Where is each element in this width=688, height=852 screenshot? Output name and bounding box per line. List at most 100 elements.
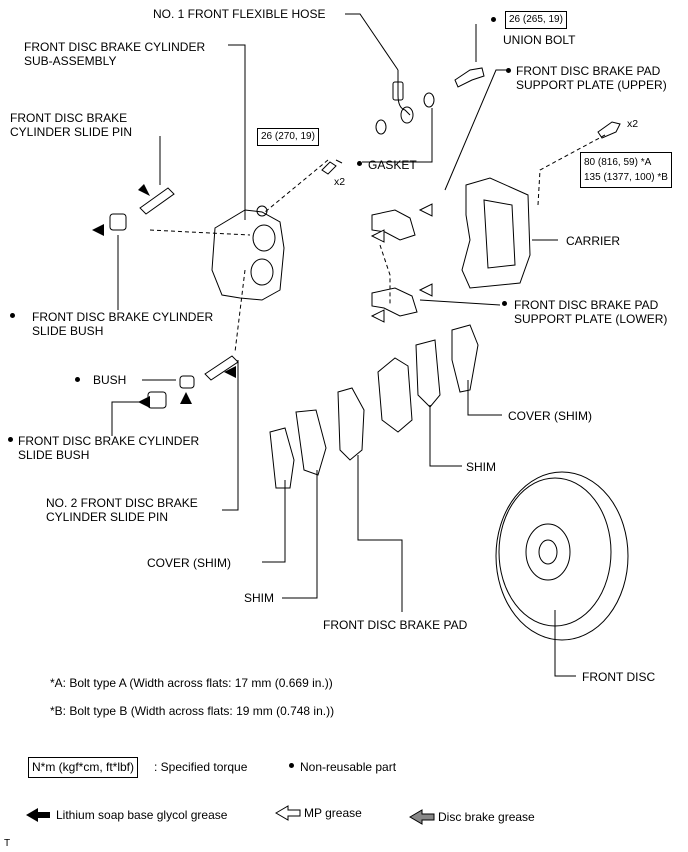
slide-pin (139, 187, 175, 215)
gasket-ring-1 (375, 119, 387, 135)
leader-shim-right (429, 405, 462, 467)
leader-shim-left (282, 470, 318, 599)
label-slide-bush-upper-2: SLIDE BUSH (32, 324, 104, 338)
leader-cylinder-sub (228, 44, 246, 220)
cover-shim-right (451, 324, 479, 393)
brake-pad-right (377, 357, 413, 433)
label-gasket: GASKET (368, 158, 417, 172)
legend-torque-text: : Specified torque (154, 760, 248, 774)
label-cylinder-sub-2: SUB-ASSEMBLY (24, 54, 117, 68)
front-disc-rim (498, 477, 612, 627)
leader-front-disc (554, 610, 576, 677)
corner-mark: T (4, 838, 11, 849)
flexible-hose (397, 70, 411, 116)
torque-carrier-b: 135 (1377, 100) *B (584, 172, 668, 183)
mp-arrow-2 (418, 203, 433, 217)
legend-non-reusable-bullet (289, 763, 294, 768)
bush (179, 375, 195, 389)
legend-disc-text: Disc brake grease (438, 810, 535, 824)
mp-arrow-3 (370, 309, 385, 323)
label-no2-pin-2: CYLINDER SLIDE PIN (46, 510, 169, 524)
label-shim-left: SHIM (244, 591, 274, 605)
leader-no2-pin (222, 360, 239, 511)
front-disc-hub (525, 523, 571, 581)
lithium-arrow-3 (180, 392, 192, 404)
carrier-inner (483, 199, 516, 269)
dash-line-4 (537, 134, 606, 206)
label-slide-bush-lower-2: SLIDE BUSH (18, 448, 90, 462)
leader-support-lower (419, 299, 501, 306)
non-reusable-bullet (357, 161, 362, 166)
label-front-disc: FRONT DISC (582, 670, 656, 684)
carrier (461, 177, 531, 289)
non-reusable-bullet (491, 17, 496, 22)
dash-line-1 (264, 159, 329, 213)
slide-bush-lower (147, 391, 167, 409)
front-disc-outer (495, 471, 629, 641)
leader-slide-bush-lower (111, 401, 140, 436)
shim-left (295, 409, 327, 476)
mp-arrow-4 (418, 283, 433, 297)
torque-carrier-box: 80 (816, 59) *A 135 (1377, 100) *B (580, 152, 672, 188)
leader-cover-right (467, 380, 502, 416)
lithium-arrow-5 (224, 366, 236, 378)
leader-support-upper (444, 69, 510, 191)
dash-line-2 (234, 269, 246, 353)
hose-fitting (392, 81, 404, 101)
support-plate-upper (371, 209, 416, 241)
caliper-piston-lower (250, 258, 274, 286)
caliper-ear (256, 205, 268, 217)
note-bolt-a: *A: Bolt type A (Width across flats: 17 … (50, 676, 333, 690)
cylinder-bolt (321, 159, 343, 175)
shim-right (415, 339, 441, 408)
lithium-arrow-1 (138, 184, 150, 196)
label-support-upper-2: SUPPORT PLATE (UPPER) (516, 78, 667, 92)
label-shim-right: SHIM (466, 460, 496, 474)
label-brake-pad: FRONT DISC BRAKE PAD (323, 618, 468, 632)
label-slide-pin-2: CYLINDER SLIDE PIN (10, 125, 133, 139)
label-x2-right: x2 (627, 118, 639, 130)
label-bush: BUSH (93, 373, 127, 387)
note-bolt-b: *B: Bolt type B (Width across flats: 19 … (50, 704, 335, 718)
mp-arrow-1 (370, 229, 385, 243)
non-reusable-bullet (502, 301, 507, 306)
label-carrier: CARRIER (566, 234, 621, 248)
slide-bush-upper (109, 213, 127, 231)
label-cylinder-sub-1: FRONT DISC BRAKE CYLINDER (24, 40, 206, 54)
leader-gasket (362, 108, 433, 163)
cover-shim-left (269, 427, 295, 489)
non-reusable-bullet (506, 68, 511, 73)
legend-mp-arrow-icon (275, 805, 301, 821)
caliper-body (211, 209, 285, 301)
label-support-upper-1: FRONT DISC BRAKE PAD (516, 64, 661, 78)
label-flexible-hose: NO. 1 FRONT FLEXIBLE HOSE (153, 7, 326, 21)
brake-pad-left (337, 387, 365, 461)
non-reusable-bullet (75, 377, 80, 382)
lithium-arrow-2 (92, 224, 104, 236)
caliper-piston-upper (252, 224, 276, 252)
leader-brake-pad (357, 455, 403, 612)
union-bolt (454, 67, 485, 88)
lithium-arrow-4 (138, 396, 150, 408)
label-no2-pin-1: NO. 2 FRONT DISC BRAKE (46, 496, 198, 510)
label-union-bolt: UNION BOLT (503, 33, 576, 47)
legend-lithium-arrow-icon (26, 808, 50, 822)
label-support-lower-1: FRONT DISC BRAKE PAD (514, 298, 659, 312)
no2-slide-pin (204, 355, 239, 381)
torque-cylinder-bolt: 26 (270, 19) (257, 128, 319, 146)
leader-cover-left (262, 480, 286, 563)
label-support-lower-2: SUPPORT PLATE (LOWER) (514, 312, 668, 326)
gasket-ring-2 (423, 92, 435, 108)
label-x2-left: x2 (334, 176, 346, 188)
label-cover-shim-right: COVER (SHIM) (508, 409, 592, 423)
legend-mp-text: MP grease (304, 806, 362, 820)
label-slide-bush-upper-1: FRONT DISC BRAKE CYLINDER (32, 310, 214, 324)
dash-line-3 (149, 229, 251, 236)
torque-carrier-a: 80 (816, 59) *A (584, 157, 652, 168)
legend-non-reusable-text: Non-reusable part (300, 760, 397, 774)
legend-lithium-text: Lithium soap base glycol grease (56, 808, 228, 822)
dash-line-5 (379, 244, 391, 305)
support-plate-lower (371, 287, 418, 317)
legend-torque-box: N*m (kgf*cm, ft*lbf) (28, 757, 139, 778)
